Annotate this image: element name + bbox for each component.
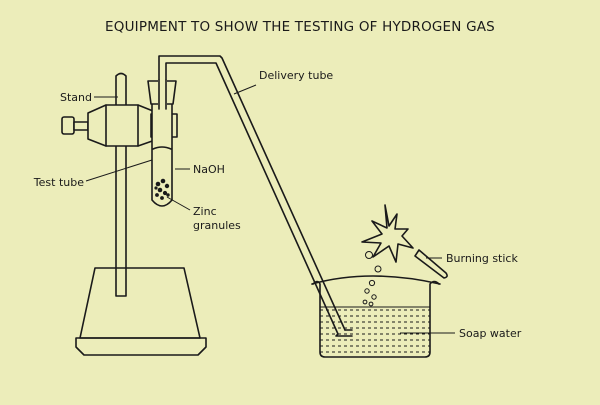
- label-zinc: Zinc: [193, 205, 217, 218]
- test-tube: [147, 79, 177, 207]
- stand-base: [75, 267, 207, 356]
- label-leaders: [85, 84, 455, 334]
- soap-water: [320, 306, 430, 353]
- burning-stick: [414, 249, 448, 279]
- label-naoh: NaOH: [193, 163, 225, 176]
- flame-burst: [361, 204, 414, 263]
- beaker: [311, 275, 441, 358]
- label-test-tube: Test tube: [33, 176, 84, 189]
- label-burning-stick: Burning stick: [446, 252, 518, 265]
- delivery-tube: [158, 55, 353, 337]
- zinc-granules: [154, 178, 170, 200]
- label-granules: granules: [193, 219, 241, 232]
- stand-rod: [115, 72, 127, 297]
- gas-bubbles: [362, 251, 382, 307]
- label-delivery-tube: Delivery tube: [259, 69, 333, 82]
- diagram-title: EQUIPMENT TO SHOW THE TESTING OF HYDROGE…: [105, 19, 495, 35]
- label-soap-water: Soap water: [459, 327, 522, 340]
- label-stand: Stand: [60, 91, 92, 104]
